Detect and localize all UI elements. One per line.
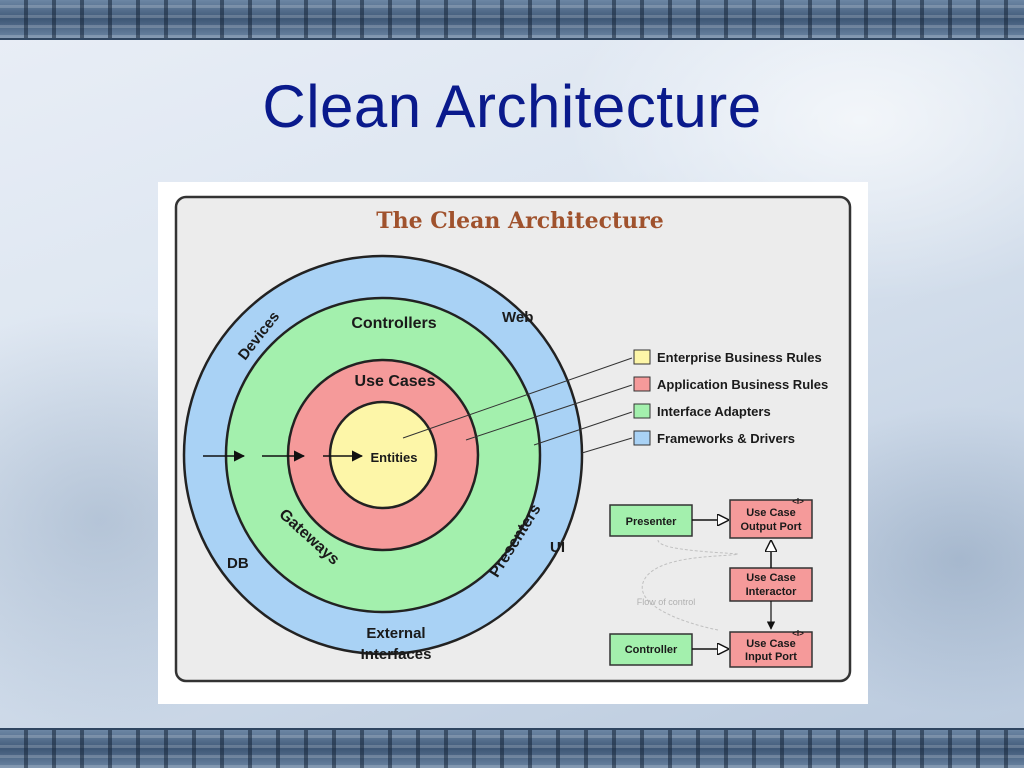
entities-core	[328, 400, 438, 510]
external-interfaces-label-line1: External	[366, 625, 425, 642]
legend-leader-adapters	[533, 411, 633, 446]
diagram-heading: The Clean Architecture	[376, 208, 664, 234]
top-decorative-border	[0, 0, 1024, 40]
input-port-interface-marker: <I>	[792, 629, 804, 638]
web-label: Web	[502, 309, 533, 326]
controllers-label: Controllers	[351, 315, 436, 332]
diagram-panel: The Clean Architecture Devices Web DB UI…	[158, 182, 868, 704]
legend-swatch-adapters	[633, 403, 651, 419]
bottom-decorative-border	[0, 728, 1024, 768]
input-port-label-line1: Use Case	[746, 638, 796, 650]
output-port-label-line1: Use Case	[746, 507, 796, 519]
input-port-label-line2: Input Port	[745, 651, 797, 663]
legend-label-adapters: Interface Adapters	[657, 404, 771, 419]
flow-of-control-path	[641, 539, 739, 631]
use-cases-label: Use Cases	[355, 373, 436, 390]
entities-label: Entities	[371, 450, 418, 465]
presenter-label: Presenter	[626, 516, 677, 528]
legend-leader-frameworks	[581, 437, 633, 454]
legend-label-application: Application Business Rules	[657, 377, 828, 392]
flow-diagram: Presenter Use Case Output Port <I> Use C…	[609, 497, 813, 668]
flow-of-control-label: Flow of control	[637, 597, 696, 607]
legend-swatch-application	[633, 376, 651, 392]
ui-label: UI	[550, 539, 565, 556]
input-port-box	[729, 631, 813, 668]
interactor-box	[729, 567, 813, 602]
controller-label: Controller	[625, 644, 678, 656]
interactor-label-line2: Interactor	[746, 586, 797, 598]
clean-architecture-diagram: The Clean Architecture Devices Web DB UI…	[174, 195, 852, 683]
legend-leader-use-cases	[465, 384, 633, 441]
legend-label-frameworks: Frameworks & Drivers	[657, 431, 795, 446]
interactor-label-line1: Use Case	[746, 572, 796, 584]
output-port-label-line2: Output Port	[740, 521, 801, 533]
output-port-box	[729, 499, 813, 539]
legend-swatch-frameworks	[633, 430, 651, 446]
slide-title: Clean Architecture	[262, 73, 762, 140]
external-interfaces-label-line2: Interfaces	[361, 646, 432, 663]
legend-label-enterprise: Enterprise Business Rules	[657, 350, 822, 365]
legend-leader-entities	[402, 357, 633, 439]
db-label: DB	[227, 555, 249, 572]
legend: Enterprise Business Rules Application Bu…	[633, 349, 828, 446]
legend-swatch-enterprise	[633, 349, 651, 365]
output-port-interface-marker: <I>	[792, 497, 804, 506]
